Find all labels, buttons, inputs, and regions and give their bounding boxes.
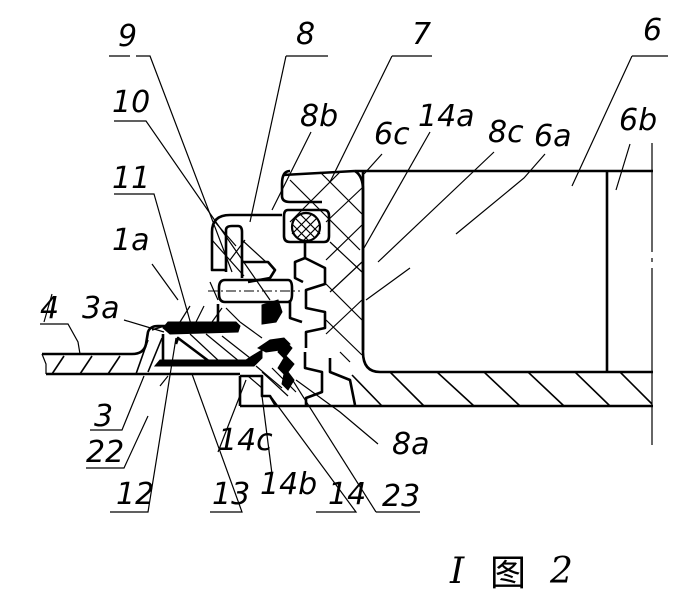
nut-body-8 — [280, 169, 365, 363]
leader-lines — [40, 55, 668, 513]
caption-figure-char: 图 — [490, 553, 526, 594]
figure-caption: I 图 2 — [449, 551, 573, 594]
label-6: 6 — [643, 13, 662, 48]
pin — [208, 278, 300, 304]
label-14a: 14a — [418, 99, 475, 134]
housing-6 — [240, 143, 653, 445]
caption-number: 2 — [549, 551, 573, 592]
label-4: 4 — [40, 291, 59, 326]
label-14b: 14b — [260, 467, 317, 502]
label-9: 9 — [118, 19, 137, 54]
clamp-cap-9 — [210, 213, 282, 284]
label-8a: 8a — [392, 427, 429, 462]
label-6c: 6c — [374, 117, 410, 152]
label-14c: 14c — [218, 423, 273, 458]
label-11: 11 — [112, 161, 150, 196]
label-8c: 8c — [488, 115, 524, 150]
seal-black — [153, 299, 295, 391]
threaded-sleeve — [288, 256, 357, 406]
o-ring-7 — [290, 211, 322, 243]
part-labels: 9 8 7 6 10 8b 6c 14a 8c 6a 6b 11 1a 4 3a… — [40, 13, 662, 514]
label-8b: 8b — [300, 99, 338, 134]
label-12: 12 — [116, 477, 154, 512]
body-3-pipe-4 — [41, 304, 297, 407]
label-3: 3 — [94, 399, 113, 434]
label-22: 22 — [86, 435, 124, 470]
label-8: 8 — [296, 17, 315, 52]
label-23: 23 — [382, 479, 420, 514]
label-3a: 3a — [82, 291, 119, 326]
caption-prefix: I — [449, 551, 465, 592]
label-6b: 6b — [619, 103, 657, 138]
label-6a: 6a — [534, 119, 571, 154]
label-13: 13 — [212, 477, 250, 512]
label-1a: 1a — [112, 223, 149, 258]
label-14: 14 — [328, 477, 366, 512]
label-10: 10 — [112, 85, 150, 120]
label-7: 7 — [412, 17, 431, 52]
